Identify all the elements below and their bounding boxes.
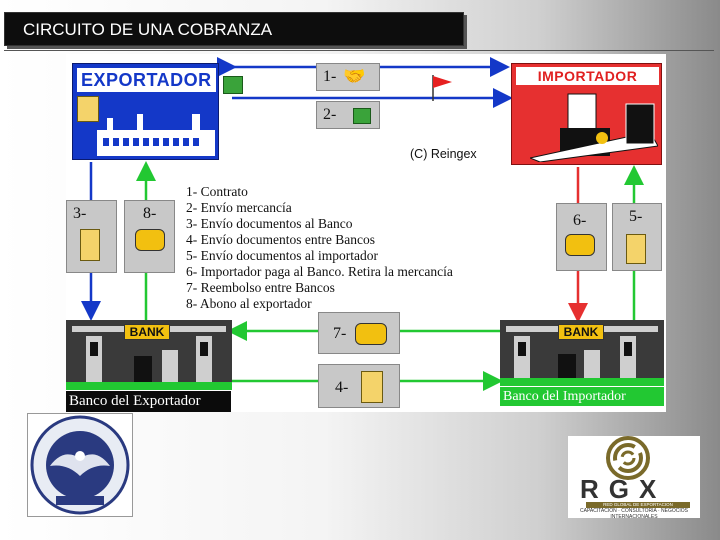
bank-sign: BANK [558,324,604,340]
goods-box-icon [353,108,371,124]
page-title: CIRCUITO DE UNA COBRANZA [4,12,464,46]
step-1-label: 1- [323,68,337,85]
steps-legend: 1- Contrato 2- Envío mercancía 3- Envío … [186,184,453,312]
title-divider [4,50,714,51]
importer-at-desk-icon [530,93,658,162]
step-tile-6: 6- [556,203,607,271]
step-6-label: 6- [573,212,587,229]
rgx-wordmark: RGX [580,474,667,504]
goods-box-icon [223,76,243,94]
legend-item: 5- Envío documentos al importador [186,248,378,263]
money-hand-icon [355,323,387,345]
document-icon [77,96,99,122]
money-hand-icon [135,229,165,251]
document-icon [361,371,383,403]
legend-item: 6- Importador paga al Banco. Retira la m… [186,264,453,279]
copyright-text: (C) Reingex [410,147,477,161]
step-8-label: 8- [143,205,157,222]
legend-item: 4- Envío documentos entre Bancos [186,232,375,247]
exporter-bank-label: Banco del Exportador [66,391,231,412]
step-tile-2: 2- [316,101,380,129]
legend-item: 7- Reembolso entre Bancos [186,280,335,295]
rgx-subtitle: CAPACITACION · CONSULTORIA · NEGOCIOS IN… [580,508,688,520]
step-2-label: 2- [323,106,337,123]
exporter-box: EXPORTADOR [72,63,219,160]
step-7-label: 7- [333,325,347,342]
step-tile-1: 1- 🤝 [316,63,380,91]
step-tile-4: 4- [318,364,400,408]
money-hand-icon [565,234,595,256]
importer-bank-label: Banco del Importador [500,387,664,406]
legend-item: 2- Envío mercancía [186,200,292,215]
step-4-label: 4- [335,379,349,396]
exporter-bank-building [66,320,232,390]
academy-seal-logo [27,413,133,517]
legend-item: 3- Envío documentos al Banco [186,216,353,231]
legend-item: 8- Abono al exportador [186,296,312,311]
rgx-logo: RGX RED GLOBAL DE EXPORTACION CAPACITACI… [568,436,700,520]
importer-box: IMPORTADOR [511,63,662,165]
exporter-label: EXPORTADOR [77,68,216,92]
document-icon [80,229,100,261]
maze-emblem-icon [606,436,650,480]
step-tile-5: 5- [612,203,662,271]
bank-sign: BANK [124,324,170,340]
step-tile-3: 3- [66,200,117,273]
legend-item: 1- Contrato [186,184,248,199]
handshake-icon: 🤝 [343,66,366,86]
step-tile-8: 8- [124,200,175,273]
importer-label: IMPORTADOR [516,67,659,85]
factory-icon [97,114,215,156]
eagle-seal-icon [30,415,130,515]
step-3-label: 3- [73,205,87,222]
step-5-label: 5- [629,208,643,225]
document-icon [626,234,646,264]
flag-icon [432,75,452,101]
step-tile-7: 7- [318,312,400,354]
rgx-tagline: RED GLOBAL DE EXPORTACION [586,502,690,508]
